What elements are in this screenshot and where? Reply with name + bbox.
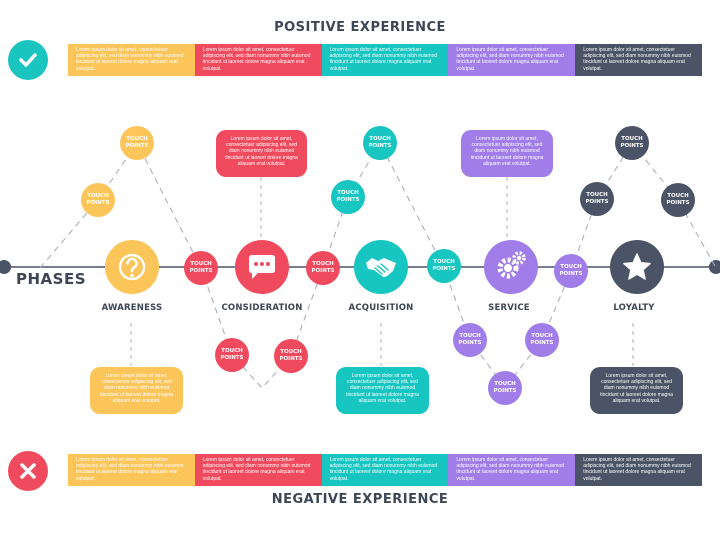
negative-cell-awareness: Lorem ipsum dolor sit amet, consectetuer… xyxy=(68,454,195,486)
consideration-note: Lorem ipsum dolor sit amet, consectetuer… xyxy=(216,130,307,177)
phase-label-awareness: AWARENESS xyxy=(101,303,163,313)
positive-cell-awareness: Lorem ipsum dolor sit amet, consectetuer… xyxy=(68,44,195,76)
touch-point: TOUCH POINTS xyxy=(661,183,695,217)
checkmark-icon xyxy=(8,40,48,80)
negative-cell-acquisition: Lorem ipsum dolor sit amet, consectetuer… xyxy=(321,454,449,486)
touch-point: TOUCH POINTS xyxy=(488,371,522,405)
touch-point: TOUCH POINTS xyxy=(427,249,461,283)
touch-point: TOUCH POINTS xyxy=(525,323,559,357)
phase-label-acquisition: ACQUISITION xyxy=(348,303,414,313)
touch-point: TOUCH POINTS xyxy=(363,126,397,160)
negative-experience-title: NEGATIVE EXPERIENCE xyxy=(271,492,449,507)
positive-cell-service: Lorem ipsum dolor sit amet, consectetuer… xyxy=(448,44,576,76)
negative-cell-consideration: Lorem ipsum dolor sit amet, consectetuer… xyxy=(194,454,322,486)
touch-point: TOUCH POINTS xyxy=(306,251,340,285)
touch-point: TOUCH POINTS xyxy=(554,254,588,288)
awareness-note: Lorem ipsum dolor sit amet, consectetuer… xyxy=(90,367,183,414)
service-note: Lorem ipsum dolor sit amet, consectetuer… xyxy=(461,130,553,177)
touch-point: TOUCH POINTS xyxy=(81,183,115,217)
positive-experience-bar: Lorem ipsum dolor sit amet, consectetuer… xyxy=(68,44,702,76)
touch-point: TOUCH POINTS xyxy=(184,251,218,285)
positive-cell-loyalty: Lorem ipsum dolor sit amet, consectetuer… xyxy=(575,44,702,76)
positive-cell-consideration: Lorem ipsum dolor sit amet, consectetuer… xyxy=(194,44,322,76)
touch-point: TOUCH POINTS xyxy=(453,323,487,357)
touch-point: TOUCH POINTS xyxy=(615,126,649,160)
timeline-start-dot xyxy=(0,260,11,274)
loyalty-note: Lorem ipsum dolor sit amet, consectetuer… xyxy=(590,367,683,414)
touch-point: TOUCH POINTS xyxy=(215,338,249,372)
handshake-icon xyxy=(354,240,408,294)
timeline-end-dot xyxy=(709,260,720,274)
positive-experience-title: POSITIVE EXPERIENCE xyxy=(274,20,446,35)
cross-icon xyxy=(8,451,48,491)
phase-label-service: SERVICE xyxy=(488,303,530,313)
positive-cell-acquisition: Lorem ipsum dolor sit amet, consectetuer… xyxy=(321,44,449,76)
phase-label-loyalty: LOYALTY xyxy=(613,303,655,313)
touch-point: TOUCH POINTS xyxy=(274,339,308,373)
negative-cell-service: Lorem ipsum dolor sit amet, consectetuer… xyxy=(448,454,576,486)
negative-cell-loyalty: Lorem ipsum dolor sit amet, consectetuer… xyxy=(575,454,702,486)
negative-experience-bar: Lorem ipsum dolor sit amet, consectetuer… xyxy=(68,454,702,486)
question-bulb-icon xyxy=(105,240,159,294)
touch-point: TOUCH POINTS xyxy=(120,126,154,160)
acquisition-note: Lorem ipsum dolor sit amet, consectetuer… xyxy=(336,367,429,414)
gears-icon xyxy=(484,240,538,294)
star-icon xyxy=(610,240,664,294)
phases-title: PHASES xyxy=(16,270,87,288)
speech-bubble-icon xyxy=(235,240,289,294)
touch-point: TOUCH POINTS xyxy=(580,182,614,216)
phase-label-consideration: CONSIDERATION xyxy=(221,303,303,313)
touch-point: TOUCH POINTS xyxy=(331,180,365,214)
